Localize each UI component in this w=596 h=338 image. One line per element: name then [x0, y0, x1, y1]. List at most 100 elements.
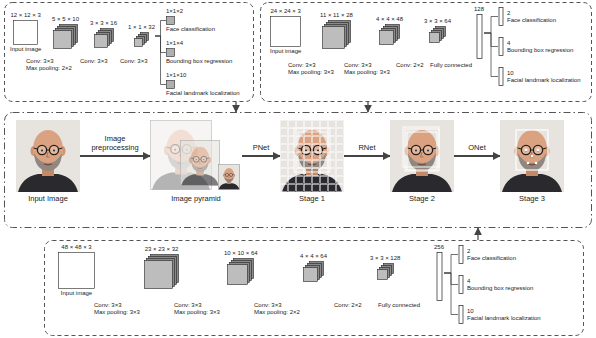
output-layer: 1×1×4Bounding box regression — [166, 40, 232, 65]
network-label: Image preprocessing — [82, 134, 148, 152]
connector — [235, 102, 236, 112]
layer-block — [134, 32, 149, 47]
connector — [444, 255, 458, 274]
stage-caption: Stage 3 — [519, 194, 545, 203]
output-name: Face classification — [166, 26, 215, 33]
stage-caption: Stage 2 — [409, 194, 435, 203]
network-panel: 24 × 24 × 3Input image 11 × 11 × 28 4 × 4 … — [260, 2, 592, 102]
output-size: 4 — [507, 40, 510, 47]
layer-block — [58, 252, 95, 289]
layer-size: 11 × 11 × 28 — [320, 12, 353, 19]
conv-layer: 23 × 23 × 32 — [144, 246, 179, 290]
operation-label: Conv: 3×3 — [254, 302, 282, 309]
layer-block — [144, 254, 179, 289]
output-size: 1×1×10 — [166, 72, 186, 79]
conv-layer: 3 × 3 × 128 — [370, 255, 400, 281]
stage-caption: Image pyramid — [171, 194, 221, 203]
output-size: 2 — [467, 248, 470, 255]
output-block — [166, 48, 175, 57]
output-layer: 1×1×10Facial landmark localization — [166, 72, 240, 97]
operation-label: Conv: 2×2 — [396, 62, 424, 69]
output-name: Face classification — [467, 255, 516, 262]
layer-block — [227, 258, 254, 285]
operation-label: Fully connected — [378, 302, 420, 309]
layer-size: 3 × 3 × 128 — [370, 255, 400, 262]
operation-label: Conv: 2×2 — [334, 302, 362, 309]
output-layer: 1×1×2Face classification — [166, 8, 215, 33]
output-name: Bounding box regression — [166, 58, 232, 65]
output-size: 10 — [467, 308, 474, 315]
output-name: Face classification — [507, 17, 556, 24]
layer-size: 3 × 3 × 16 — [90, 20, 117, 27]
operation-label: Conv: 3×3 — [120, 58, 148, 65]
layer-size: 10 × 10 × 64 — [224, 250, 258, 257]
vector-bar — [458, 245, 464, 264]
layer-size: 48 × 48 × 3 — [61, 244, 91, 251]
connector — [484, 33, 498, 77]
layer-size: 23 × 23 × 32 — [145, 246, 179, 253]
layer-block — [53, 24, 78, 49]
network-panel: 12 × 12 × 3 Input image 5 × 5 × 10 3 × 3 × … — [4, 2, 254, 102]
face-photo — [500, 120, 564, 192]
layer-size: 4 × 4 × 64 — [300, 253, 327, 260]
conv-layer: 11 × 11 × 28 — [320, 12, 353, 50]
output-name: Bounding box regression — [467, 285, 533, 292]
layer-caption: Input image — [61, 290, 92, 297]
operation-label: Max pooling: 3×3 — [174, 309, 220, 316]
vector-bar — [458, 275, 464, 294]
conv-layer: 48 × 48 × 3 Input image — [58, 244, 95, 297]
output-name: Facial landmark localization — [467, 315, 541, 322]
layer-block — [377, 263, 394, 280]
conv-layer: 4 × 4 × 48 — [376, 16, 403, 46]
vector-bar — [436, 252, 443, 301]
vector-bar — [498, 7, 504, 26]
operation-label: Conv: 3×3 — [94, 302, 122, 309]
vector-bar — [498, 37, 504, 56]
output-layer: 2Face classification — [498, 6, 556, 27]
layer-block — [270, 16, 301, 47]
output-name: Facial landmark localization — [507, 77, 581, 84]
connector — [344, 155, 390, 157]
connector — [367, 102, 368, 112]
vector-bar — [476, 14, 483, 59]
connector — [454, 155, 500, 157]
operation-label: Max pooling: 3×3 — [344, 69, 390, 76]
connector — [155, 21, 166, 37]
connector — [80, 155, 150, 157]
operation-label: Max pooling: 2×2 — [254, 309, 300, 316]
stage-image: Input Image — [16, 120, 80, 203]
conv-layer: 12 × 12 × 3 Input image — [10, 12, 41, 53]
stage-caption: Input Image — [28, 194, 68, 203]
conv-layer: 3 × 3 × 16 — [90, 20, 117, 49]
conv-layer: 5 × 5 × 10 — [52, 16, 79, 50]
layer-size: 12 × 12 × 3 — [10, 12, 40, 19]
output-layer: 4Bounding box regression — [458, 274, 533, 295]
face-photo — [16, 120, 80, 192]
layer-block — [322, 20, 351, 49]
output-block — [166, 16, 175, 25]
layer-size: 1 × 1 × 32 — [128, 24, 155, 31]
stage-image: Stage 1 — [280, 120, 344, 203]
operation-label: Conv: 3×3 — [80, 58, 108, 65]
output-layer: 4Bounding box regression — [498, 36, 573, 57]
connector — [477, 228, 478, 240]
vector-bar — [458, 305, 464, 324]
operation-label: Fully connected — [430, 62, 472, 69]
layer-size: 256 — [434, 244, 444, 251]
output-layer: 2Face classification — [458, 244, 516, 265]
output-size: 4 — [467, 278, 470, 285]
face-photo — [280, 120, 344, 192]
network-panel: Input Image Image pyramid Stage 1 Stage 2 St… — [4, 112, 592, 228]
layer-caption: Input image — [10, 46, 41, 53]
conv-layer: 4 × 4 × 64 — [300, 253, 327, 283]
operation-label: Max pooling: 3×3 — [288, 69, 334, 76]
connector — [242, 155, 280, 157]
face-photo — [150, 120, 242, 192]
operation-label: Conv: 3×3 — [174, 302, 202, 309]
vector-bar — [498, 67, 504, 86]
layer-block — [303, 261, 324, 282]
conv-layer: 1 × 1 × 32 — [128, 24, 155, 48]
conv-layer: 24 × 24 × 3Input image — [270, 8, 301, 55]
layer-size: 24 × 24 × 3 — [270, 8, 300, 15]
